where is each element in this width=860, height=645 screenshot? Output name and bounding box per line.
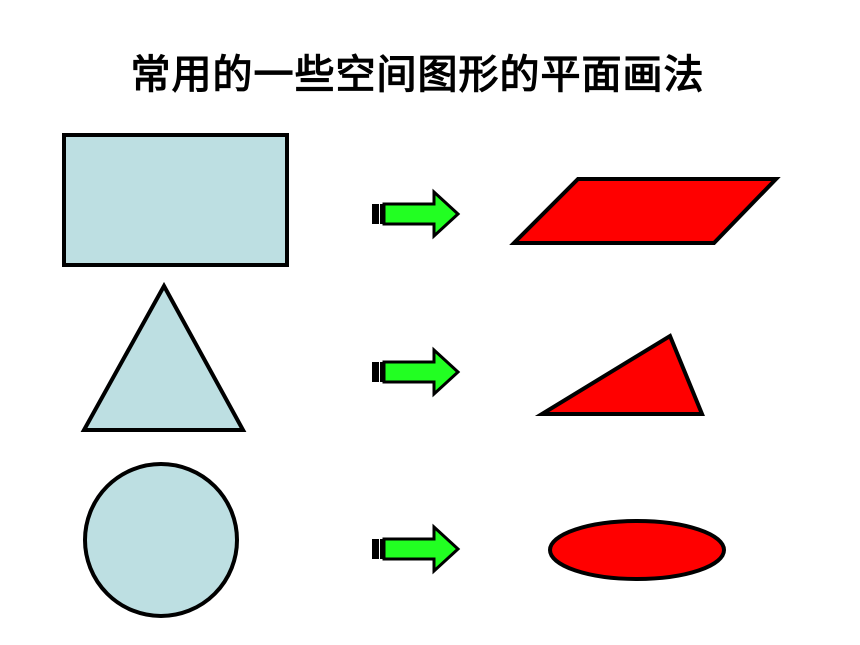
arrow-right-icon	[370, 525, 460, 573]
source-circle	[83, 462, 239, 618]
arrow-right-icon	[370, 348, 460, 396]
arrow-right-icon	[370, 190, 460, 238]
source-triangle	[80, 281, 247, 432]
target-ellipse	[548, 519, 726, 581]
target-parallelogram	[509, 177, 781, 245]
page-title: 常用的一些空间图形的平面画法	[130, 52, 705, 98]
source-rectangle	[62, 133, 289, 267]
target-oblique-triangle	[534, 333, 705, 416]
